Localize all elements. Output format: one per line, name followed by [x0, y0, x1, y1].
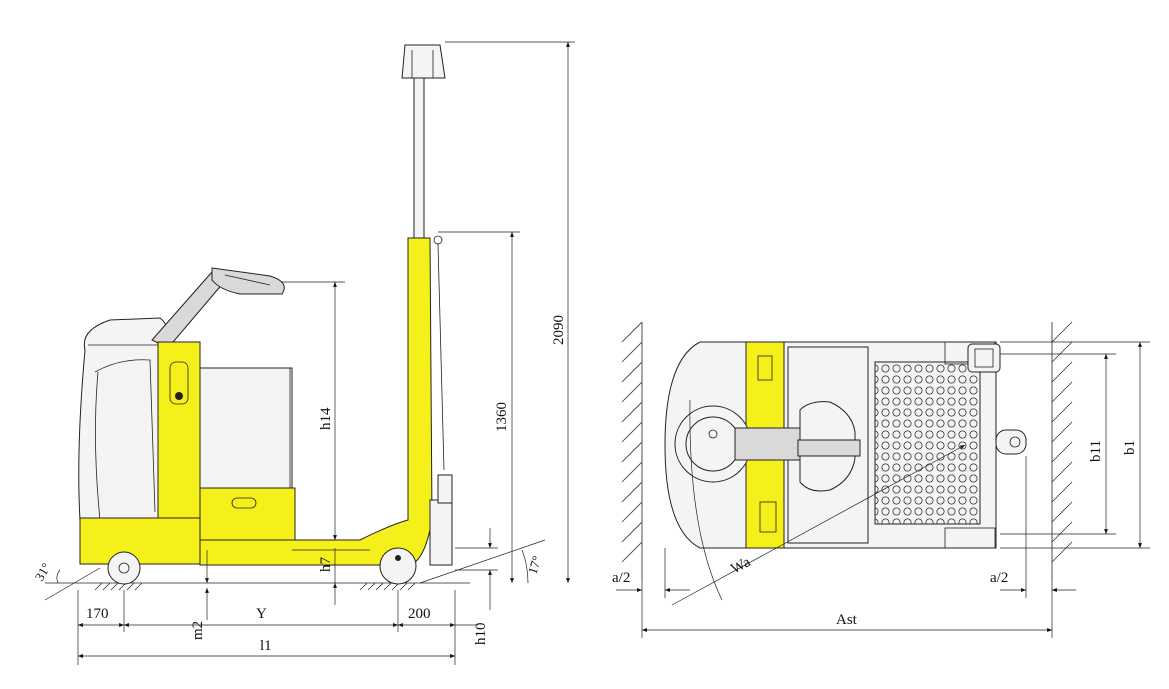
- angle-rear: 31°: [32, 560, 101, 601]
- dim-a2-right-label: a/2: [990, 570, 1008, 586]
- dim-170-label: 170: [86, 606, 109, 622]
- top-view: Wa b11 b1 a/2 a/2: [612, 321, 1150, 638]
- dim-l1-label: l1: [260, 638, 272, 654]
- dim-mast-height: 1360: [438, 231, 520, 583]
- dim-ast-label: Ast: [836, 612, 858, 628]
- drive-wheel-top: [674, 405, 752, 483]
- tiller-arm: [151, 267, 285, 349]
- dim-b11-label: b11: [1088, 440, 1104, 462]
- dim-2090-label: 2090: [551, 315, 567, 345]
- wall-left: [621, 321, 643, 580]
- dim-b1-label: b1: [1122, 440, 1138, 455]
- dim-overall-height: 2090: [445, 41, 575, 583]
- tiller-head-top: [734, 401, 861, 492]
- dim-h10: h10: [455, 528, 498, 645]
- load-wheel: [379, 547, 417, 585]
- dim-h14-label: h14: [318, 407, 334, 430]
- dim-200-label: 200: [408, 606, 431, 622]
- dim-ast: Ast: [641, 580, 1053, 638]
- dim-wa-label: Wa: [728, 554, 753, 577]
- mast: [401, 44, 446, 471]
- dim-b11: b11: [1000, 353, 1116, 535]
- dim-overall-length: l1: [77, 638, 455, 658]
- dim-b1: b1: [1000, 341, 1150, 549]
- dim-y-label: Y: [256, 606, 267, 622]
- ground-line: [45, 582, 470, 591]
- drive-wheel: [107, 551, 141, 585]
- dim-m2-label: m2: [190, 621, 206, 640]
- dim-row-1: 170 Y 200: [77, 590, 478, 665]
- dim-1360-label: 1360: [494, 402, 510, 432]
- drive-housing: [78, 317, 171, 521]
- dim-floor-height: h7: [318, 548, 337, 605]
- load-roller-frame: [429, 474, 453, 566]
- dim-a2-right: a/2: [990, 456, 1076, 598]
- dim-a2-left: a/2: [612, 548, 690, 598]
- front-angle-label: 17°: [525, 554, 545, 576]
- battery-compartment: [199, 367, 293, 489]
- dim-h7-label: h7: [318, 557, 334, 573]
- dim-tiller-height: h14: [282, 281, 345, 540]
- side-view: 31° 17° 2090 1360 h14 h7: [32, 41, 575, 665]
- rear-angle-label: 31°: [32, 560, 54, 583]
- wall-right: [1051, 321, 1073, 580]
- dim-h10-label: h10: [473, 623, 489, 646]
- angle-front: 17°: [419, 539, 546, 584]
- dim-a2-left-label: a/2: [612, 570, 630, 586]
